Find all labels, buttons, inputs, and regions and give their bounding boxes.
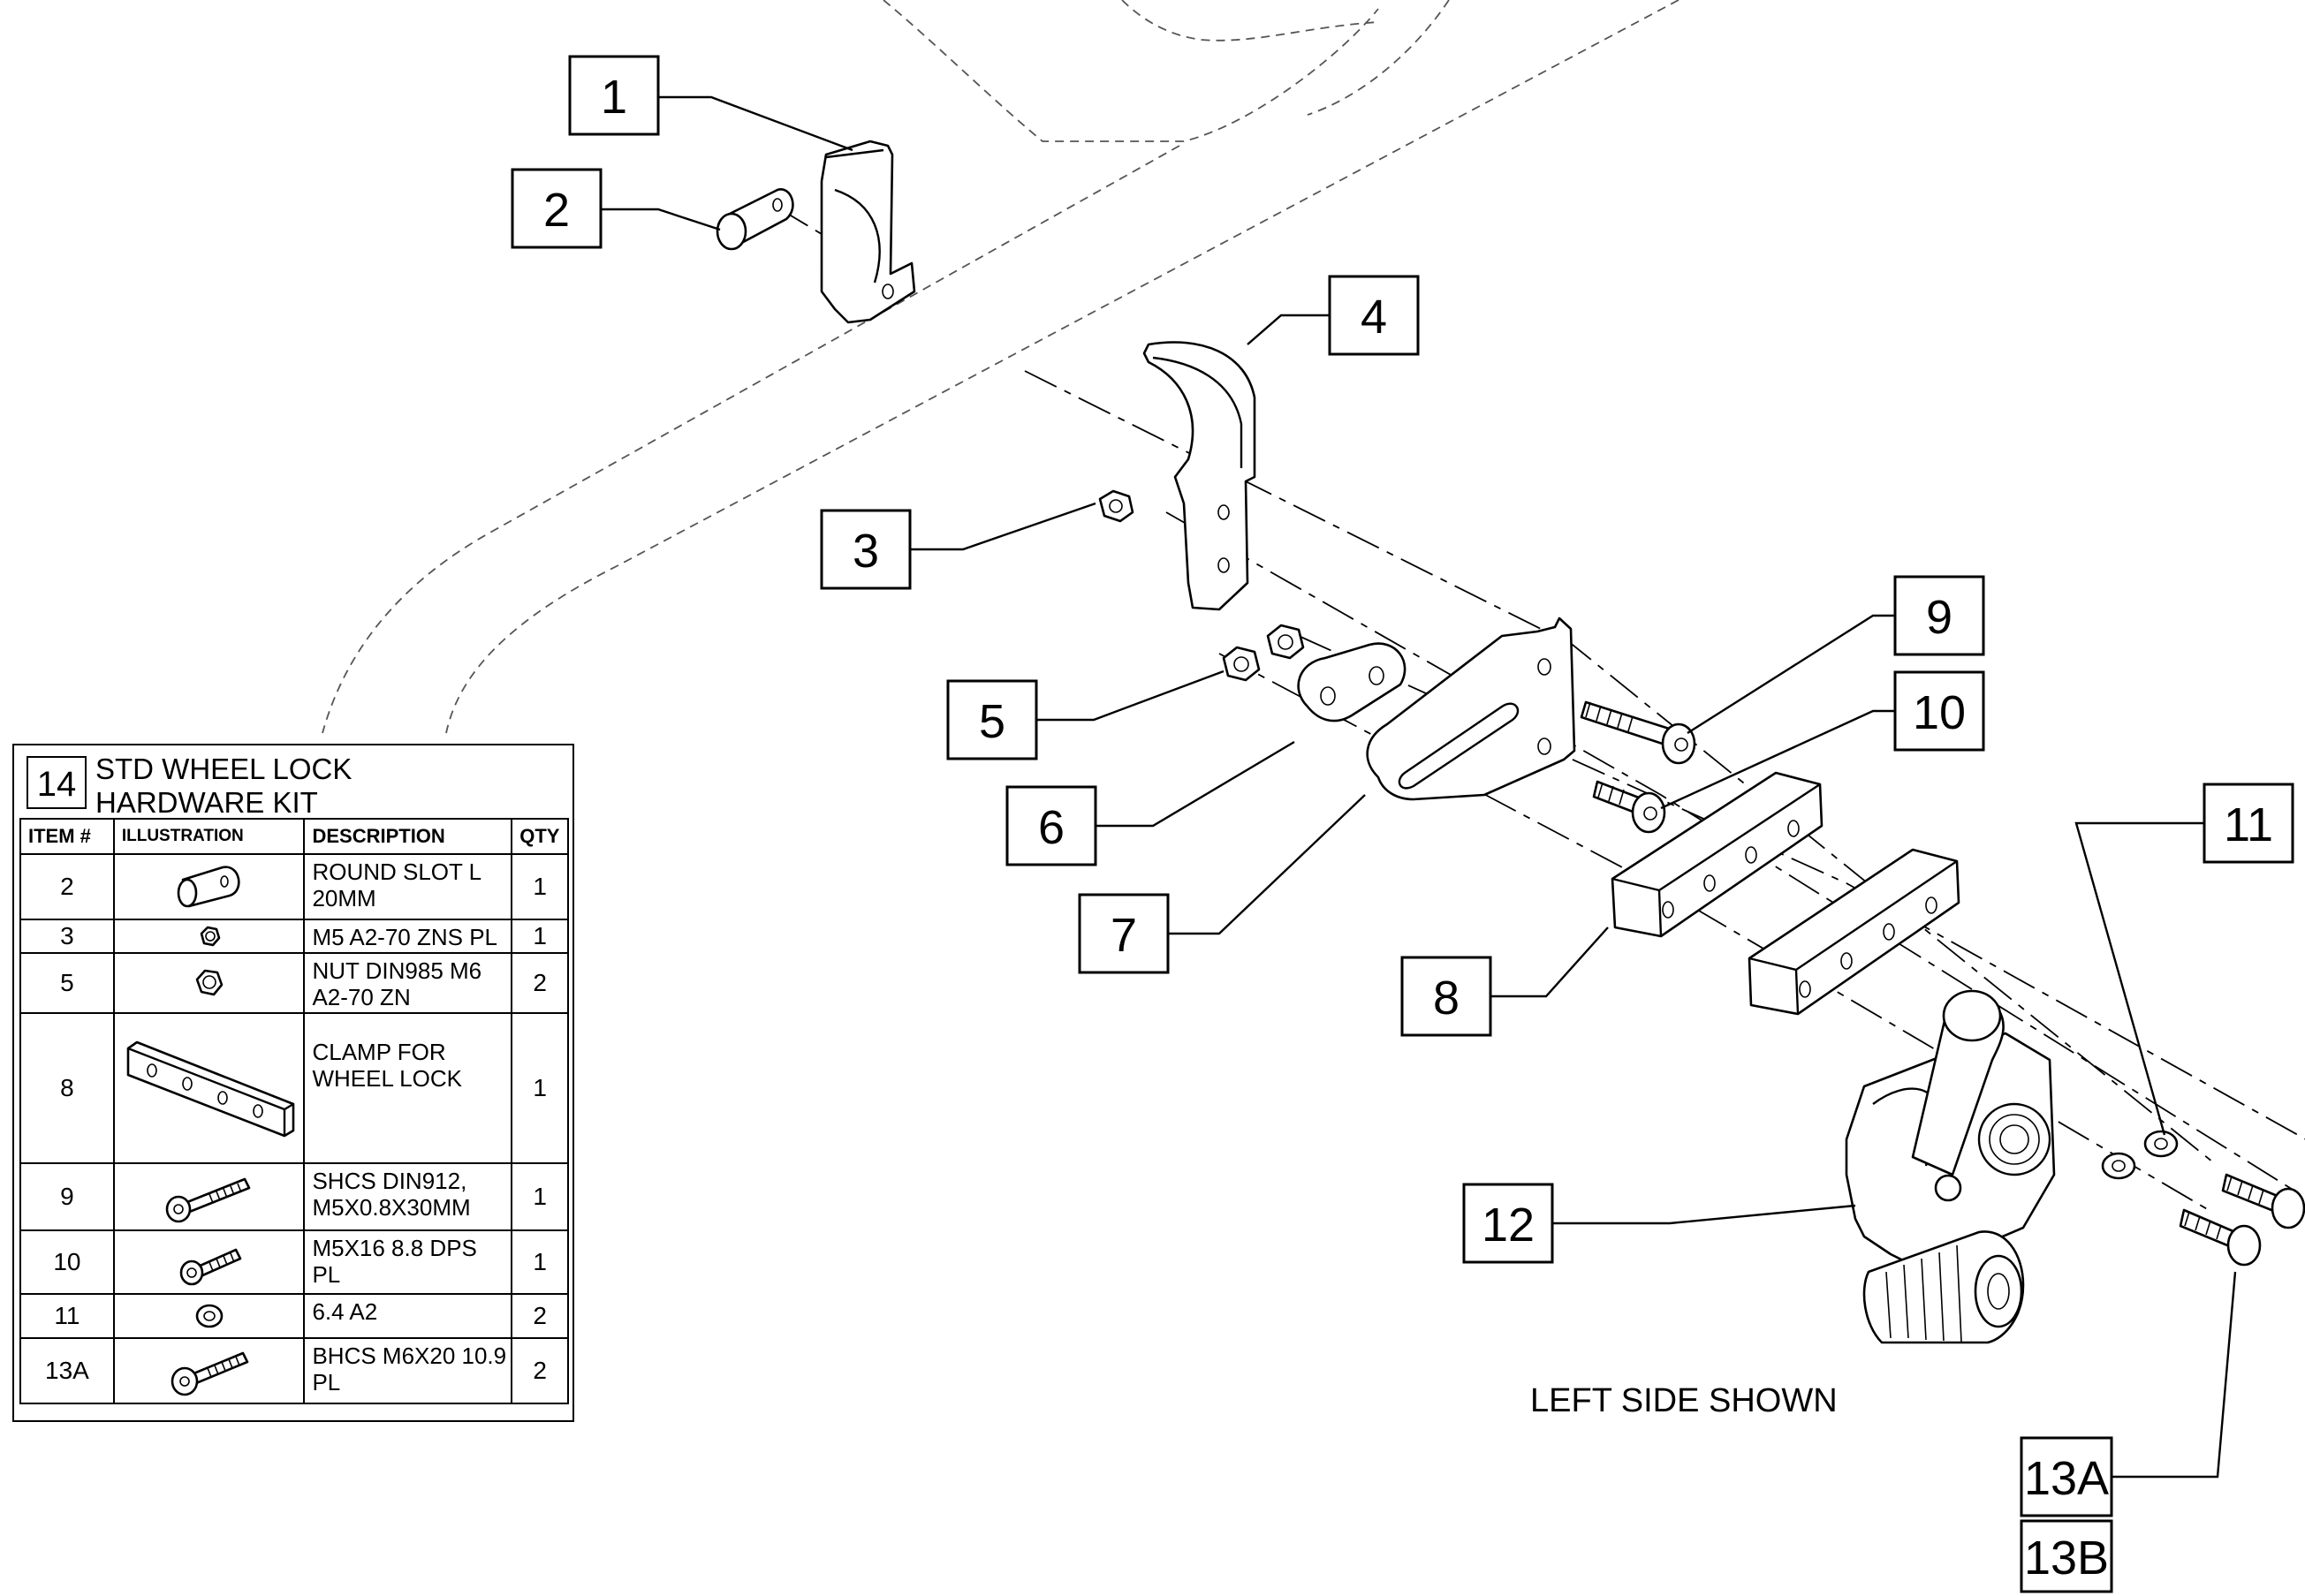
kit-number-box: 14 (27, 756, 87, 809)
part-12-wheel-lock (1845, 989, 2056, 1344)
row-description: NUT DIN985 M6 A2-70 ZN (303, 952, 513, 1014)
row-item: 10 (19, 1229, 115, 1295)
left-side-shown-note: LEFT SIDE SHOWN (1530, 1382, 1838, 1419)
washer-icon (195, 1304, 223, 1328)
callout-11: 11 (2203, 783, 2294, 864)
hardware-kit-table: 14 STD WHEEL LOCK HARDWARE KIT ITEM # IL… (12, 744, 574, 1422)
kit-title: STD WHEEL LOCK HARDWARE KIT (95, 753, 555, 820)
row-description: CLAMP FOR WHEEL LOCK (303, 1012, 513, 1164)
callout-7: 7 (1078, 893, 1170, 974)
row-qty: 1 (511, 1162, 569, 1231)
row-item: 13A (19, 1337, 115, 1404)
header-illustration: ILLUSTRATION (112, 818, 306, 855)
row-item: 11 (19, 1293, 115, 1339)
row-description: SHCS DIN912, M5X0.8X30MM (303, 1162, 513, 1231)
kit-header: 14 STD WHEEL LOCK HARDWARE KIT (14, 745, 572, 820)
kit-parts-table: ITEM # ILLUSTRATION DESCRIPTION QTY 2 RO… (19, 818, 569, 1404)
row-description: M5 A2-70 ZNS PL (303, 919, 513, 954)
callout-10: 10 (1893, 670, 1985, 752)
part-8-clamp-blocks (1611, 771, 1960, 1016)
svg-text:1: 1 (601, 71, 627, 124)
table-row: 13A BHCS M6X20 10.9 PL 2 (19, 1337, 569, 1404)
part-7-slotted-plate (1366, 616, 1576, 801)
part-9-socket-head-screw (1580, 700, 1696, 765)
callout-12: 12 (1462, 1183, 1554, 1264)
row-item: 8 (19, 1012, 115, 1164)
table-row: 9 SHCS DIN912, M5X0.8X30MM 1 (19, 1162, 569, 1231)
table-row: 10 M5X16 8.8 DPS PL 1 (19, 1229, 569, 1295)
part-11-washers (2101, 1130, 2179, 1180)
svg-text:9: 9 (1926, 591, 1952, 644)
row-item: 3 (19, 919, 115, 954)
svg-text:2: 2 (543, 184, 570, 237)
short-screw-icon (179, 1248, 241, 1286)
row-qty: 1 (511, 919, 569, 954)
table-row: 11 6.4 A2 2 (19, 1293, 569, 1339)
row-description: ROUND SLOT L 20MM (303, 853, 513, 920)
part-5-hex-nuts (1222, 624, 1305, 682)
table-row: 2 ROUND SLOT L 20MM 1 (19, 853, 569, 920)
row-description: BHCS M6X20 10.9 PL (303, 1337, 513, 1404)
row-item: 9 (19, 1162, 115, 1231)
svg-text:10: 10 (1913, 686, 1966, 739)
kit-title-line-2: HARDWARE KIT (95, 786, 318, 819)
callout-leaders (601, 95, 2237, 1479)
header-description: DESCRIPTION (303, 818, 513, 855)
part-1-clamp-half (820, 140, 916, 324)
row-item: 5 (19, 952, 115, 1014)
clamp-block-icon (126, 1040, 294, 1138)
callout-3: 3 (820, 509, 912, 590)
row-qty: 1 (511, 1229, 569, 1295)
button-head-screw-icon (171, 1351, 248, 1396)
round-slot-pin-icon (177, 866, 240, 908)
part-6-link-plate (1297, 642, 1407, 722)
part-3-small-nut (1098, 489, 1134, 523)
svg-text:8: 8 (1433, 972, 1460, 1025)
row-qty: 2 (511, 1293, 569, 1339)
table-row: 8 CLAMP FOR WHEEL LOCK 1 (19, 1012, 569, 1164)
kit-title-line-1: STD WHEEL LOCK (95, 753, 353, 785)
svg-text:3: 3 (853, 525, 879, 578)
hex-nut-icon (195, 969, 223, 996)
part-10-short-screw (1592, 780, 1666, 834)
part-13a-button-head-screws (2179, 1173, 2305, 1267)
row-qty: 1 (511, 1012, 569, 1164)
svg-text:12: 12 (1482, 1199, 1535, 1252)
callout-13b: 13B (2020, 1519, 2113, 1593)
svg-text:6: 6 (1038, 801, 1065, 854)
phantom-frame-outline (322, 0, 1679, 734)
kit-table-header-row: ITEM # ILLUSTRATION DESCRIPTION QTY (19, 818, 569, 855)
svg-text:4: 4 (1361, 291, 1387, 344)
row-description: 6.4 A2 (303, 1293, 513, 1339)
part-4-clamp-bracket (1142, 341, 1256, 611)
callout-8: 8 (1400, 956, 1492, 1037)
table-row: 5 NUT DIN985 M6 A2-70 ZN 2 (19, 952, 569, 1014)
callout-13a: 13A (2020, 1436, 2113, 1517)
svg-text:13B: 13B (2024, 1532, 2109, 1585)
row-qty: 2 (511, 1337, 569, 1404)
svg-text:5: 5 (979, 695, 1005, 748)
callout-4: 4 (1328, 275, 1420, 356)
svg-text:11: 11 (2224, 798, 2273, 851)
table-row: 3 M5 A2-70 ZNS PL 1 (19, 919, 569, 954)
svg-text:7: 7 (1111, 909, 1137, 962)
callout-6: 6 (1005, 785, 1097, 866)
row-qty: 1 (511, 853, 569, 920)
socket-head-screw-icon (165, 1177, 250, 1223)
part-2-round-slot-pin (716, 188, 794, 251)
callout-2: 2 (511, 168, 603, 249)
header-item: ITEM # (19, 818, 115, 855)
header-qty: QTY (511, 818, 569, 855)
row-description: M5X16 8.8 DPS PL (303, 1229, 513, 1295)
callout-1: 1 (568, 55, 660, 136)
svg-text:13A: 13A (2024, 1452, 2109, 1505)
callout-5: 5 (946, 679, 1038, 760)
row-qty: 2 (511, 952, 569, 1014)
callout-9: 9 (1893, 575, 1985, 656)
small-hex-nut-icon (200, 926, 220, 947)
row-item: 2 (19, 853, 115, 920)
